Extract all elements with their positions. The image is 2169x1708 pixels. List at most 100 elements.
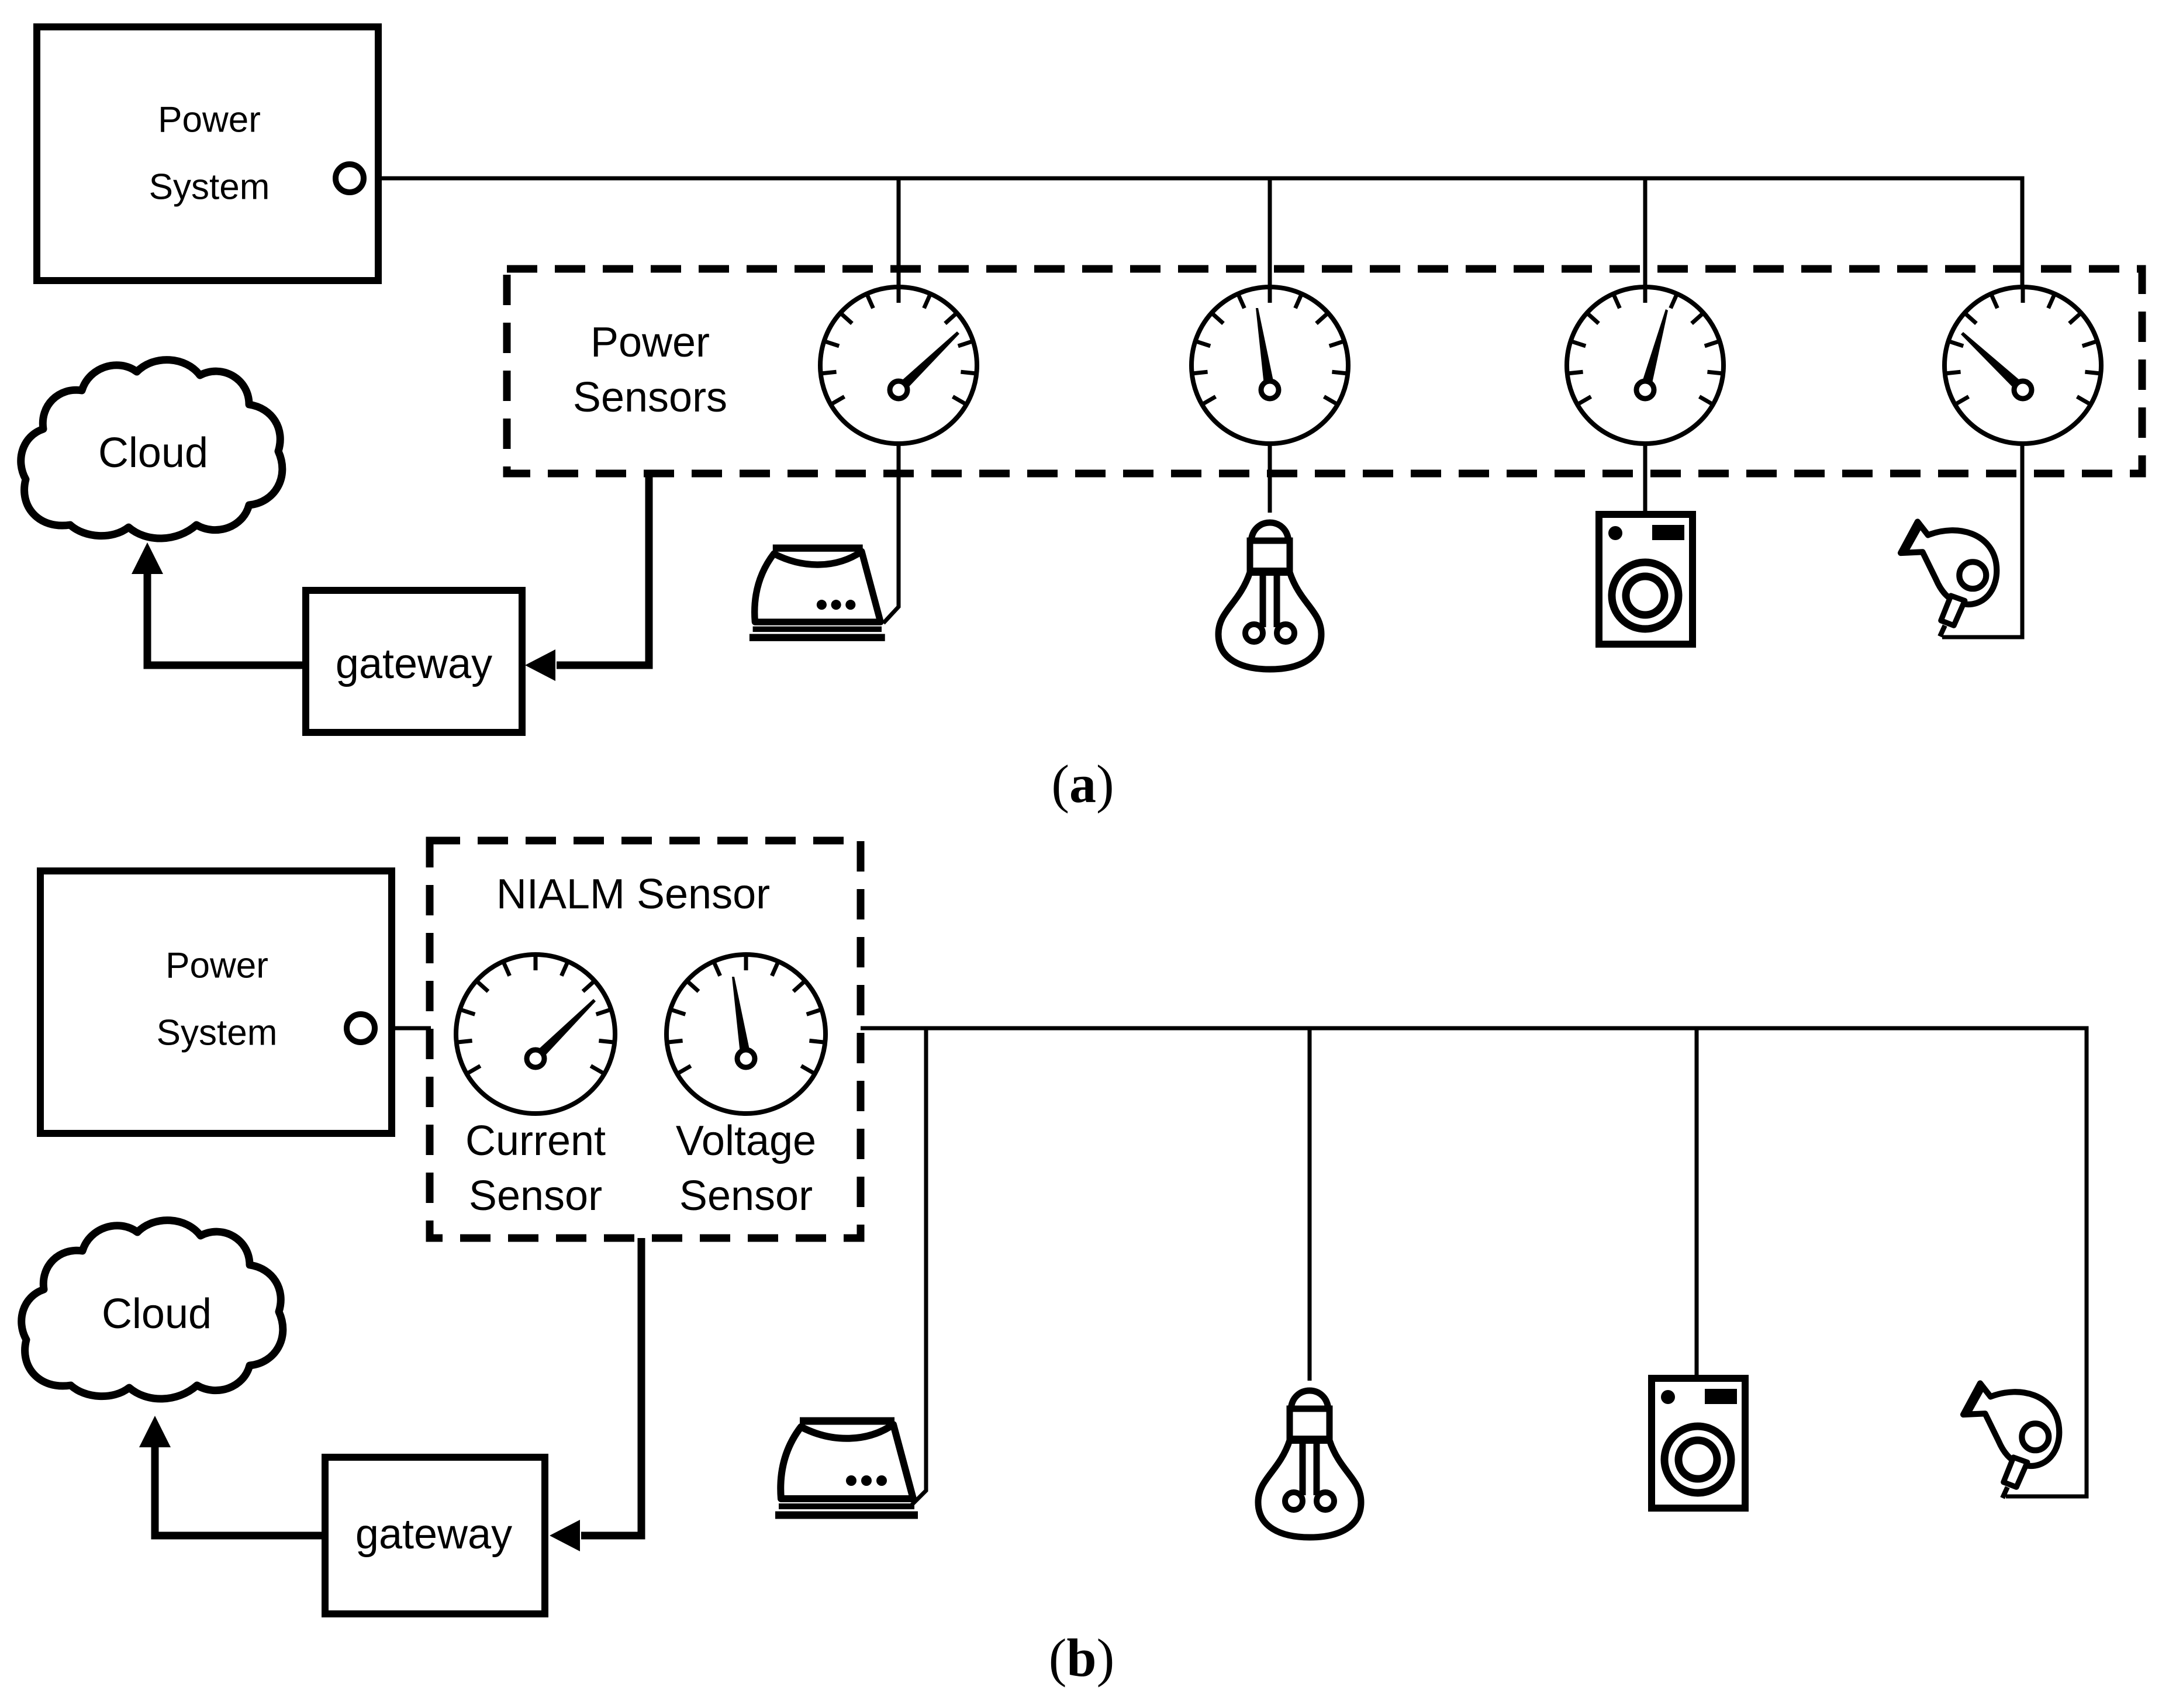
power-system-box-a: [33, 23, 382, 284]
gauge-tick: [1328, 339, 1345, 348]
gauge-tick: [1963, 311, 1978, 326]
gauge-tick: [839, 311, 854, 326]
gateway-to-cloud-line-a: [143, 574, 306, 669]
gauge-needle: [532, 999, 596, 1062]
gauge-tick: [823, 339, 840, 348]
power-sensors-label-line1: Power: [590, 319, 710, 366]
power-system-label-line2-b: System: [157, 1013, 278, 1053]
gauge-tick: [595, 1007, 612, 1016]
gauge-tick: [2046, 293, 2057, 309]
power-gauge-icon: [1942, 285, 2104, 446]
gauge-tick: [559, 960, 570, 977]
gauge-needle: [1961, 332, 2026, 394]
washing-machine-icon: [1652, 1378, 1745, 1508]
connector-circle-icon: [344, 1011, 378, 1045]
connector-circle-icon: [333, 161, 367, 195]
arrowhead-icon: [550, 1520, 580, 1551]
power-system-label-line2: System: [149, 167, 270, 208]
iron-icon: [750, 548, 885, 638]
light-bulb-icon: [1258, 1391, 1361, 1537]
cloud-label-a: Cloud: [98, 430, 208, 476]
gauge-tick: [2075, 395, 2092, 407]
gauge-tick: [599, 1038, 615, 1045]
gauge-tick: [922, 293, 932, 309]
power-system-box-b: [37, 867, 395, 1137]
gauge-needle: [895, 331, 959, 394]
power-gauges-a: [818, 285, 2104, 446]
gauge-tick: [1989, 293, 1999, 309]
gauge-tick: [459, 1007, 476, 1016]
power-gauge-icon: [1564, 285, 1726, 446]
gateway-label-b: gateway: [355, 1511, 512, 1558]
arrowhead-icon: [525, 649, 555, 681]
power-system-label-line1: Power: [158, 100, 261, 140]
gauge-tick: [1236, 293, 1246, 309]
gauge-tick: [1210, 311, 1225, 326]
gauge-tick: [1698, 395, 1714, 407]
gauge-tick: [1669, 293, 1679, 309]
diagram-b: NIALM Sensor Current Sensor Voltage Sens…: [22, 836, 2089, 1688]
gauge-tick: [2081, 339, 2098, 348]
gauge-tick: [1191, 369, 1208, 376]
gauge-tick: [1567, 369, 1583, 376]
gauge-tick: [1293, 293, 1304, 309]
gauge-tick: [820, 369, 837, 376]
gauge-tick: [1944, 369, 1961, 376]
gauge-hub: [734, 1047, 758, 1070]
gauge-tick: [1611, 293, 1622, 309]
gauge-tick: [501, 960, 512, 977]
nialm-to-gateway-line-b: [581, 1238, 645, 1540]
light-bulb-icon: [1218, 523, 1321, 669]
gauge-tick: [1690, 311, 1705, 326]
gauge-tick: [712, 960, 722, 977]
gauge-tick: [1322, 395, 1339, 407]
hair-dryer-icon: [1963, 1383, 2059, 1498]
gauge-tick: [1576, 395, 1593, 407]
gauge-tick: [676, 1064, 692, 1076]
gauge-tick: [475, 979, 490, 993]
gauge-tick: [1194, 339, 1211, 348]
gauge-tick: [1332, 369, 1348, 376]
gauge-tick: [2068, 311, 2082, 326]
voltage-sensor-label-line1: Voltage: [676, 1118, 816, 1164]
current-sensor-label-line2: Sensor: [469, 1173, 602, 1219]
gauge-hub: [1258, 378, 1282, 402]
arrowhead-icon: [139, 1416, 171, 1447]
gauge-tick: [1707, 369, 1724, 376]
gauge-tick: [685, 979, 700, 993]
gauge-tick: [951, 395, 968, 407]
current-sensor-label-line1: Current: [465, 1118, 606, 1164]
gauge-tick: [865, 293, 875, 309]
gauge-tick: [465, 1064, 482, 1076]
gauge-tick: [770, 960, 780, 977]
gauge-tick: [809, 1038, 826, 1045]
nialm-sensor-box-b: [426, 836, 865, 1242]
gauge-tick: [961, 369, 977, 376]
gauge-hub: [887, 378, 910, 402]
figure-label-a: (a): [1051, 754, 1114, 814]
gauge-needle: [1640, 309, 1668, 391]
gauge-tick: [792, 979, 807, 993]
voltage-sensor-label-line2: Sensor: [679, 1173, 813, 1219]
washing-machine-icon: [1599, 514, 1693, 644]
gauge-tick: [456, 1038, 472, 1045]
gauge-tick: [830, 395, 846, 407]
cloud-label-b: Cloud: [102, 1291, 212, 1337]
gauge-hub: [2011, 378, 2035, 402]
gauge-tick: [1315, 311, 1329, 326]
power-sensors-label-line2: Sensors: [573, 374, 727, 421]
gauge-tick: [669, 1007, 686, 1016]
gateway-box-b: [322, 1454, 548, 1617]
gauge-tick: [1201, 395, 1217, 407]
gauge-tick: [1586, 311, 1600, 326]
gauge-tick: [581, 979, 596, 993]
gauge-needle: [732, 977, 751, 1059]
gauge-tick: [589, 1064, 606, 1076]
hair-dryer-icon: [1901, 521, 1997, 636]
gauge-tick: [2085, 369, 2101, 376]
iron-icon: [775, 1421, 918, 1515]
arrowhead-icon: [132, 542, 163, 574]
gauge-tick: [800, 1064, 816, 1076]
